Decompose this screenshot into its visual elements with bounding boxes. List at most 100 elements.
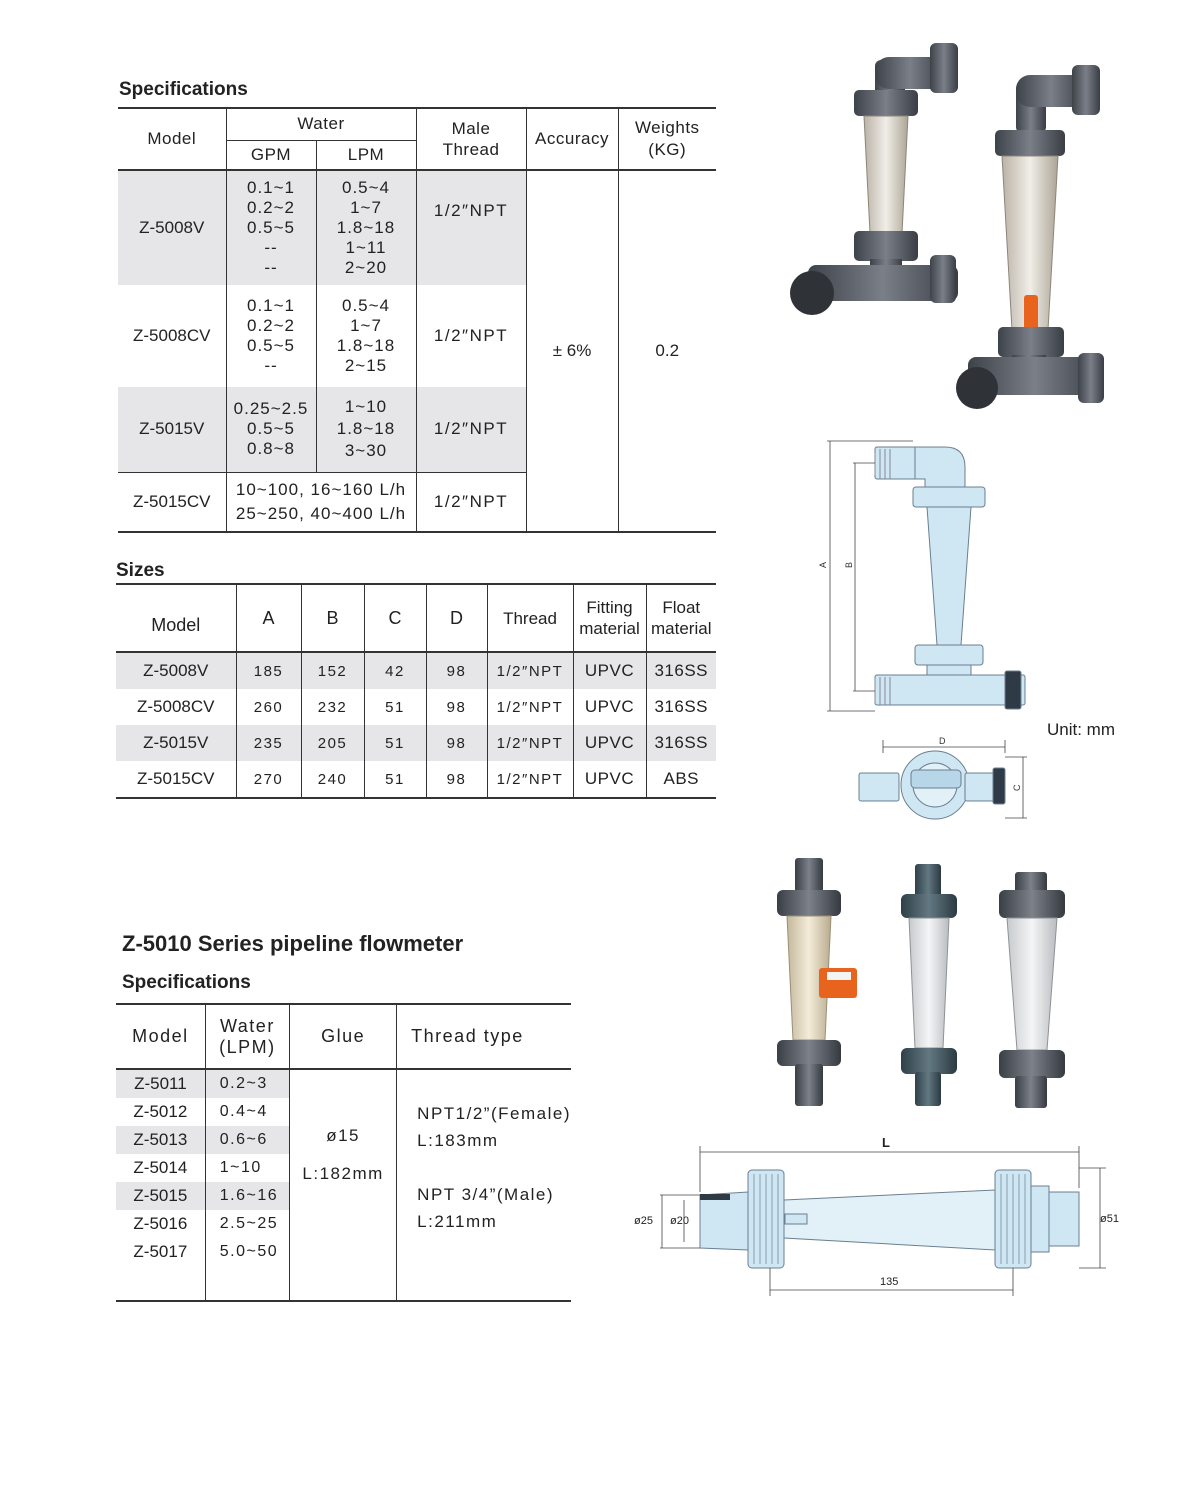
model-cell: Z-5012 [133,1102,188,1121]
float-cell: 316SS [645,689,716,725]
model-cell: Z-5008V [116,652,236,689]
lpm-cell: 0.4~4 [204,1098,290,1126]
model-cell: Z-5015CV [133,491,211,511]
thread-cell: 1/2″NPT [415,170,526,285]
table-row: Z-5012 0.4~4 [116,1098,571,1126]
b-cell: 240 [300,761,364,798]
lpm-cell: 0.5~4 1~7 1.8~18 2~15 [315,285,416,387]
header-water: Water [225,108,416,141]
model-cell: Z-5008CV [137,697,215,716]
lpm-cell: 0.2~3 [204,1069,290,1098]
fitting-cell: UPVC [572,761,646,798]
dim-label-135: 135 [880,1276,898,1288]
header-float-material: Float material [645,584,716,653]
table-row: Z-5015CV 10~100, 16~160 L/h 25~250, 40~4… [118,472,716,532]
fitting-cell: UPVC [572,689,646,725]
dim-label-51: ø51 [1100,1213,1119,1225]
header-b: B [300,584,364,653]
table-row: Z-5008V 0.1~1 0.2~2 0.5~5 -- -- 0.5~4 1~… [118,170,716,532]
table-row: Z-5016 2.5~25 [116,1210,571,1238]
d-cell: 98 [425,652,487,689]
glue-cell: ø15 L:182mm [289,1069,397,1301]
c-cell: 42 [363,652,426,689]
thread-cell: 1/2″NPT [486,725,573,761]
header-male-thread: Male Thread [415,108,526,171]
header-water-lpm: Water (LPM) [204,1004,290,1070]
d-cell: 98 [425,761,487,798]
model-cell: Z-5014 [133,1158,188,1177]
c-cell: 51 [363,761,426,798]
model-cell: Z-5017 [133,1242,188,1261]
model-cell: Z-5015V [118,387,226,472]
header-a: A [235,584,301,653]
lpm-cell: 1~10 1.8~18 3~30 [315,387,416,472]
dim-label-d: D [939,736,946,746]
model-cell: Z-5015CV [137,769,215,788]
model-cell: Z-5013 [116,1126,206,1154]
a-cell: 185 [235,652,301,689]
thread-cell: 1/2″NPT [415,387,526,472]
header-weights: Weights (KG) [617,108,716,171]
gpm-cell: 0.1~1 0.2~2 0.5~5 -- [225,285,316,387]
lpm-cell: 0.5~4 1~7 1.8~18 1~11 2~20 [315,170,416,285]
model-cell: Z-5008CV [133,326,211,345]
dim-label-20: ø20 [670,1215,689,1227]
c-cell: 51 [363,725,426,761]
gpm-cell: 0.25~2.5 0.5~5 0.8~8 [225,387,316,472]
dim-label-c: C [1012,784,1022,791]
table-row: Z-5011 0.2~3 ø15 L:182mm NPT1/2”(Female)… [116,1069,571,1301]
table-row: Z-5008CV 260 232 51 98 1/2″NPT UPVC 316S… [116,689,716,725]
sizes-heading: Sizes [116,560,165,581]
header-thread: Thread [486,584,573,653]
model-cell: Z-5011 [116,1069,206,1098]
header-glue: Glue [289,1004,397,1070]
dim-label-a: A [818,562,828,568]
lpm-cell: 5.0~50 [204,1238,290,1266]
header-gpm: GPM [225,140,316,170]
b-cell: 152 [300,652,364,689]
table-row: Z-5015CV 270 240 51 98 1/2″NPT UPVC ABS [116,761,716,798]
specifications-heading: Specifications [119,79,248,100]
unit-label: Unit: mm [1047,720,1115,739]
specifications-heading-2: Specifications [122,972,251,993]
header-model: Model [116,1004,206,1070]
fitting-cell: UPVC [572,725,646,761]
header-fitting-material: Fitting material [572,584,646,653]
table-row: Z-5008CV 0.1~1 0.2~2 0.5~5 -- 0.5~4 1~7 … [118,285,716,387]
float-cell: 316SS [645,652,716,689]
header-accuracy: Accuracy [525,108,618,171]
model-cell: Z-5015 [116,1182,206,1210]
table-row: Z-5015V 0.25~2.5 0.5~5 0.8~8 1~10 1.8~18… [118,387,716,472]
header-model: Model [118,108,226,171]
table-row: Z-5008V 185 152 42 98 1/2″NPT UPVC 316SS [116,652,716,689]
thread-cell: 1/2″NPT [415,472,526,532]
sizes-table: Model A B C D Thread Fitting material Fl… [116,583,716,799]
b-cell: 232 [300,689,364,725]
b-cell: 205 [300,725,364,761]
table-row: Z-5013 0.6~6 [116,1126,571,1154]
flowmeter-product-photo [790,43,1104,409]
table-row: Z-5017 5.0~50 [116,1238,571,1266]
pipeline-flowmeter-photo [777,858,1065,1108]
thread-cell: 1/2″NPT [486,689,573,725]
weight-cell: 0.2 [617,170,716,532]
model-cell: Z-5008V [118,170,226,285]
thread-type-cell: NPT1/2”(Female) L:183mm NPT 3/4”(Male) L… [396,1069,571,1301]
a-cell: 270 [235,761,301,798]
float-cell: ABS [645,761,716,798]
fitting-cell: UPVC [572,652,646,689]
c-cell: 51 [363,689,426,725]
model-cell: Z-5015V [116,725,236,761]
thread-cell: 1/2″NPT [486,761,573,798]
specifications-table: Model Water Male Thread Accuracy Weights… [118,107,716,533]
model-cell: Z-5016 [133,1214,188,1233]
header-model: Model [116,584,236,653]
thread-cell: 1/2″NPT [415,285,526,387]
d-cell: 98 [425,725,487,761]
section-title: Z-5010 Series pipeline flowmeter [122,931,464,956]
pipeline-dimension-drawing: L ø25 ø20 ø51 135 [634,1135,1119,1296]
table-row: Z-5015V 235 205 51 98 1/2″NPT UPVC 316SS [116,725,716,761]
header-d: D [425,584,487,653]
lpm-cell: 2.5~25 [204,1210,290,1238]
pipeline-specifications-table: Model Water (LPM) Glue Thread type Z-501… [116,1003,571,1302]
